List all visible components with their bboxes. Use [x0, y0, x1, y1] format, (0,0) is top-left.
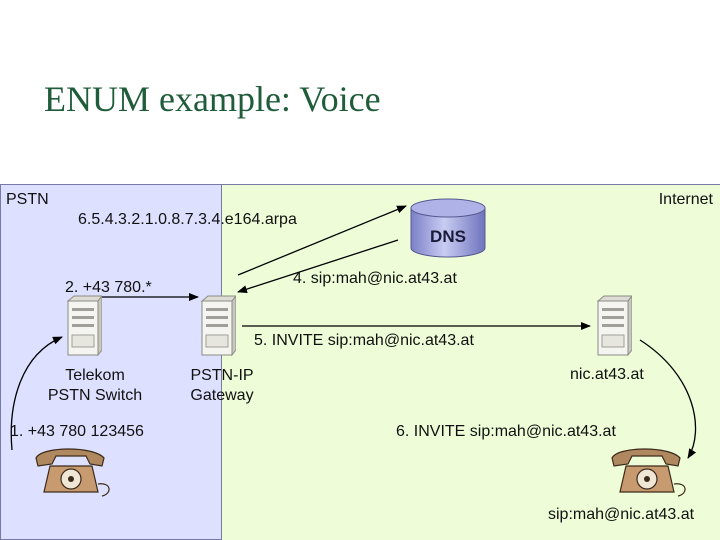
arrow-nic-callee — [639, 339, 697, 459]
gateway-label-line1: PSTN-IP — [190, 367, 254, 384]
internet-label: Internet — [658, 191, 713, 208]
step6-label: 6. INVITE sip:mah@nic.at43.at — [396, 423, 616, 440]
caller-phone-icon — [35, 448, 110, 497]
callee-phone-icon — [611, 448, 686, 497]
arrow-dns-response — [237, 239, 399, 294]
step5-label: 5. INVITE sip:mah@nic.at43.at — [254, 332, 474, 349]
telekom-label-line1: Telekom — [65, 367, 125, 384]
arrow-query-dns — [237, 205, 407, 276]
sip-address-label: sip:mah@nic.at43.at — [548, 506, 695, 523]
gateway-label: PSTN-IP Gateway — [180, 366, 264, 406]
gateway-server-icon — [200, 295, 236, 357]
nic-label: nic.at43.at — [570, 366, 644, 383]
telekom-label: Telekom PSTN Switch — [28, 366, 162, 406]
pstn-label: PSTN — [6, 191, 49, 208]
step4-label: 4. sip:mah@nic.at43.at — [293, 270, 457, 287]
pstn-region — [0, 184, 222, 540]
dns-database-icon — [410, 198, 486, 258]
telekom-label-line2: PSTN Switch — [47, 387, 143, 404]
enum-domain-label: 6.5.4.3.2.1.0.8.7.3.4.e164.arpa — [78, 211, 297, 228]
nic-server-icon — [596, 295, 632, 357]
step2-label: 2. +43 780.* — [65, 279, 152, 296]
gateway-label-line2: Gateway — [190, 387, 254, 404]
arrow-caller-telekom — [10, 336, 63, 451]
step1-label: 1. +43 780 123456 — [10, 423, 144, 440]
telekom-server-icon — [66, 295, 102, 357]
page-title: ENUM example: Voice — [44, 79, 381, 119]
dns-label: DNS — [430, 227, 466, 246]
